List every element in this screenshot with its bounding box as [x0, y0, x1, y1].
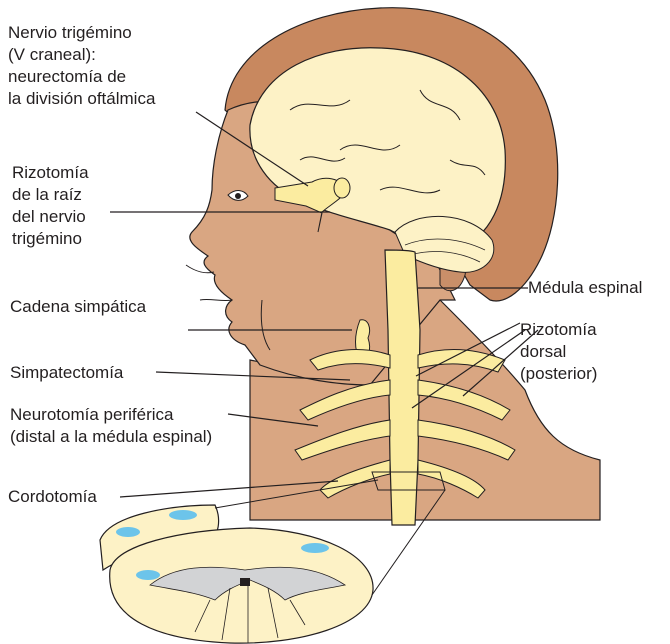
csf-top-left: [116, 527, 140, 537]
label-trigeminal-nerve: Nervio trigémino (V craneal): neurectomí…: [8, 22, 155, 110]
label-line: de la raíz: [12, 184, 89, 206]
label-line: Neurotomía periférica: [10, 404, 212, 426]
label-line: dorsal: [520, 341, 597, 363]
label-line: neurectomía de: [8, 66, 155, 88]
central-canal: [240, 578, 250, 586]
label-line: (V craneal):: [8, 44, 155, 66]
label-line: (posterior): [520, 363, 597, 385]
label-sympathectomy: Simpatectomía: [10, 362, 123, 384]
csf-bottom-left: [136, 570, 160, 580]
label-rhizotomy-root: Rizotomía de la raíz del nervio trigémin…: [12, 162, 89, 250]
label-line: (distal a la médula espinal): [10, 426, 212, 448]
label-sympathetic-chain: Cadena simpática: [10, 296, 146, 318]
label-cordotomy: Cordotomía: [8, 486, 97, 508]
label-dorsal-rhizotomy: Rizotomía dorsal (posterior): [520, 319, 597, 385]
label-line: del nervio: [12, 206, 89, 228]
label-line: Nervio trigémino: [8, 22, 155, 44]
label-line: la división oftálmica: [8, 88, 155, 110]
label-line: Rizotomía: [12, 162, 89, 184]
pupil: [235, 193, 241, 199]
label-spinal-cord: Médula espinal: [528, 277, 642, 299]
label-line: trigémino: [12, 228, 89, 250]
csf-bottom-right: [301, 543, 329, 553]
csf-top-right: [169, 510, 197, 520]
label-line: Rizotomía: [520, 319, 597, 341]
trigeminal-ganglion: [334, 178, 350, 198]
label-peripheral-neurotomy: Neurotomía periférica (distal a la médul…: [10, 404, 212, 448]
